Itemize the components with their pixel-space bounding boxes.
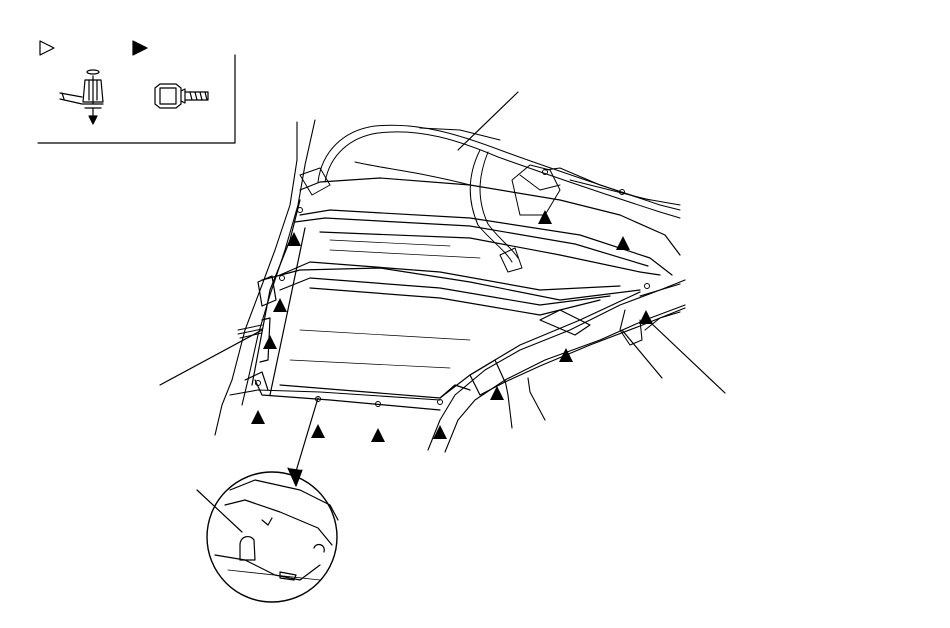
bolt-location-marker xyxy=(639,310,653,324)
bolt-location-marker xyxy=(433,425,447,439)
bolt-location-marker xyxy=(287,232,301,246)
bolt-location-marker xyxy=(251,410,265,424)
roof-body-outline xyxy=(214,119,686,453)
bolt-location-marker xyxy=(273,298,287,312)
legend-box xyxy=(37,40,236,144)
leader-line xyxy=(196,489,243,533)
detail-circle xyxy=(206,471,338,603)
bolt-location-marker xyxy=(490,386,504,400)
bolt-location-marker xyxy=(263,335,277,349)
leader-line xyxy=(159,329,263,386)
leader-line xyxy=(649,321,726,394)
hollow-triangle-icon xyxy=(39,40,55,56)
flange-bolt-icon xyxy=(154,83,209,109)
drain-hoses-cables xyxy=(237,124,681,339)
fastener-markers xyxy=(251,210,653,442)
bolt-location-marker xyxy=(311,424,325,438)
bolt-location-marker xyxy=(559,348,573,362)
clip-fastener-icon xyxy=(59,69,104,125)
legend-frame xyxy=(37,54,236,144)
bolt-location-marker xyxy=(538,210,552,224)
bolt-location-marker xyxy=(616,236,630,250)
leader-lines xyxy=(159,91,726,533)
sunroof-frame xyxy=(244,177,681,411)
bolt-holes xyxy=(255,169,650,407)
filled-triangle-icon xyxy=(132,40,148,56)
leader-line xyxy=(457,91,519,151)
leader-line xyxy=(621,329,663,379)
detail-pointer-line xyxy=(293,397,319,479)
clip-detail-view xyxy=(206,397,339,603)
bolt-location-marker xyxy=(371,428,385,442)
